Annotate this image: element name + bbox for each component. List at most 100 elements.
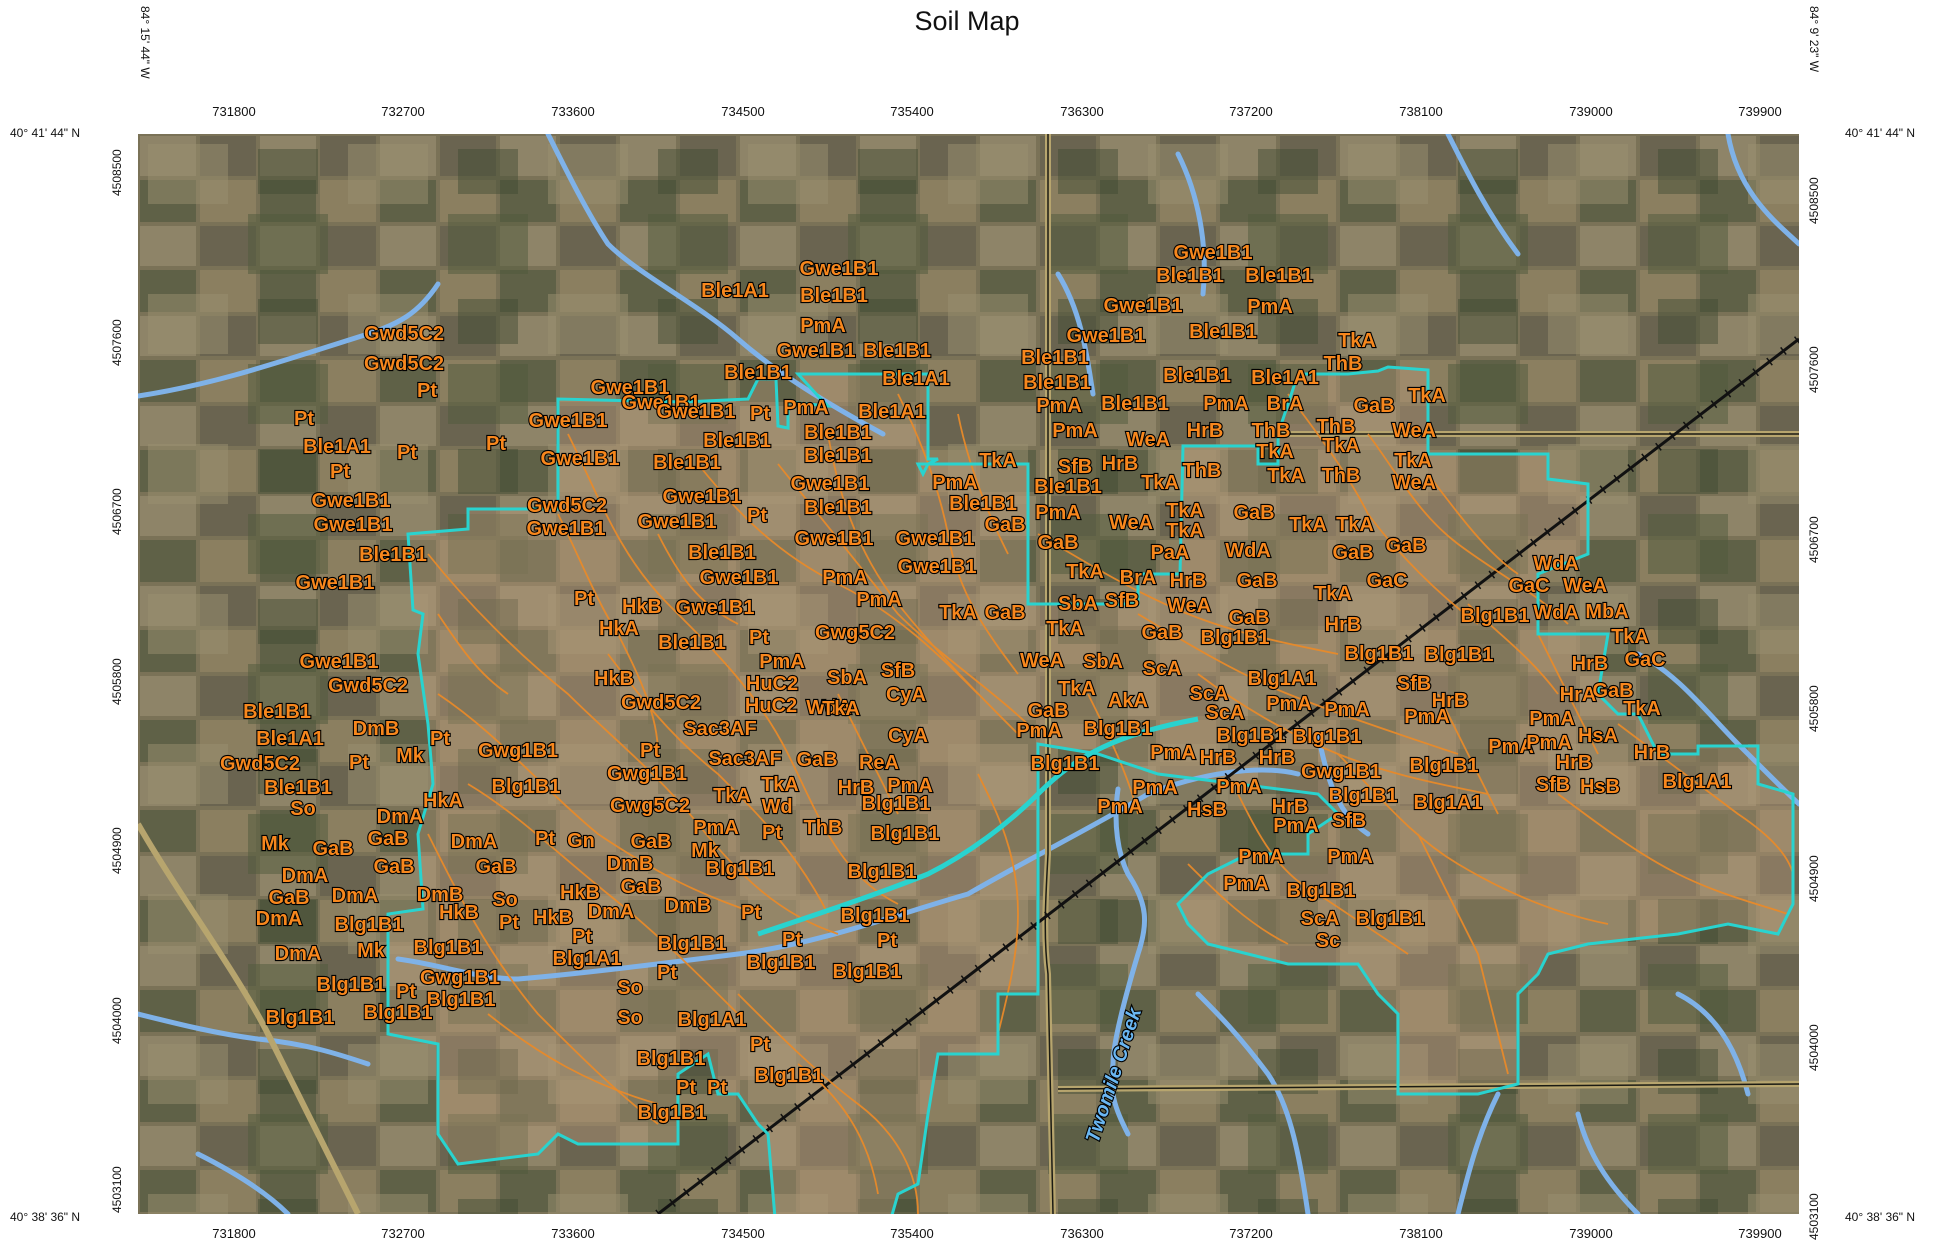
- soil-map-unit-label: ReA: [859, 752, 899, 774]
- soil-map-unit-label: PmA: [1404, 706, 1450, 728]
- soil-map-unit-label: Ble1B1: [1189, 321, 1257, 343]
- soil-map-unit-label: DmA: [377, 806, 424, 828]
- soil-map-unit-label: Gwe1B1: [795, 528, 874, 550]
- soil-map-unit-label: SfB: [881, 660, 915, 682]
- soil-map-unit-label: Gwe1B1: [527, 518, 606, 540]
- soil-map-unit-label: PmA: [1016, 720, 1062, 742]
- soil-map-unit-label: Gwe1B1: [676, 597, 755, 619]
- soil-map-unit-label: DmB: [665, 895, 712, 917]
- soil-map-unit-label: GaB: [984, 514, 1025, 536]
- soil-map-unit-label: Blg1B1: [1461, 605, 1530, 627]
- soil-map-unit-label: Gwe1B1: [1104, 295, 1183, 317]
- soil-map-unit-label: GaB: [1236, 570, 1277, 592]
- soil-map-unit-label: Gwg1B1: [607, 763, 687, 785]
- soil-map-unit-label: GaB: [475, 856, 516, 878]
- soil-map-unit-label: ThB: [1183, 460, 1222, 482]
- soil-map-unit-label: HkA: [599, 618, 639, 640]
- soil-map-unit-label: Pt: [750, 1034, 770, 1056]
- soil-map-unit-label: Blg1B1: [833, 961, 902, 983]
- northing-tick-right: 4504000: [1807, 1024, 1821, 1071]
- easting-tick-bottom: 733600: [551, 1226, 595, 1241]
- soil-map-unit-label: Blg1A1: [1414, 792, 1483, 814]
- soil-map-unit-label: GaB: [796, 749, 837, 771]
- soil-map-unit-label: Ble1A1: [256, 728, 324, 750]
- soil-map-unit-label: PmA: [1247, 296, 1293, 318]
- soil-map-unit-label: GaB: [1353, 395, 1394, 417]
- soil-map-unit-label: Gwd5C2: [621, 692, 701, 714]
- easting-tick-bottom: 731800: [212, 1226, 256, 1241]
- northing-tick-right: 4505800: [1807, 685, 1821, 732]
- soil-map-unit-label: TkA: [713, 785, 751, 807]
- soil-map-unit-label: SbA: [1083, 651, 1123, 673]
- soil-map-unit-label: Gwe1B1: [1067, 325, 1146, 347]
- soil-map-unit-label: HkB: [439, 902, 479, 924]
- northing-tick-right: 4504900: [1807, 855, 1821, 902]
- soil-map-unit-label: Gwe1B1: [300, 651, 379, 673]
- soil-map-unit-label: Gwe1B1: [657, 401, 736, 423]
- northing-tick-left: 4507600: [110, 319, 124, 366]
- soil-map-unit-label: PmA: [1097, 796, 1143, 818]
- easting-tick-top: 733600: [551, 104, 595, 119]
- soil-map-unit-label: Mk: [261, 833, 290, 855]
- soil-map-unit-label: Sac3AF: [708, 748, 781, 770]
- soil-map-unit-label: AkA: [1108, 690, 1148, 712]
- northing-tick-left: 4504900: [110, 827, 124, 874]
- soil-map-unit-label: Blg1B1: [1201, 627, 1270, 649]
- soil-map-unit-label: Blg1A1: [1663, 771, 1732, 793]
- soil-map-unit-label: Ble1B1: [1163, 365, 1231, 387]
- soil-map-unit-label: Gwe1B1: [296, 572, 375, 594]
- easting-tick-bottom: 735400: [890, 1226, 934, 1241]
- soil-map-unit-label: WeA: [1020, 650, 1064, 672]
- soil-map-unit-label: Pt: [499, 912, 519, 934]
- soil-map-unit-label: TkA: [1058, 678, 1096, 700]
- soil-map-unit-label: Pt: [430, 728, 450, 750]
- soil-map-unit-label: Pt: [877, 930, 897, 952]
- soil-map-unit-label: Blg1B1: [1329, 785, 1398, 807]
- soil-map-unit-label: DmB: [607, 853, 654, 875]
- soil-map-unit-label: HrB: [1556, 752, 1593, 774]
- bottom-left-latitude: 40° 38' 36" N: [10, 1210, 81, 1224]
- soil-map-unit-label: Ble1B1: [804, 445, 872, 467]
- soil-map-unit-label: Ble1B1: [724, 362, 792, 384]
- soil-map-unit-label: TkA: [1141, 472, 1179, 494]
- soil-map-unit-label: Gwe1B1: [541, 448, 620, 470]
- soil-map-unit-label: Ble1B1: [804, 497, 872, 519]
- soil-map-unit-label: Ble1B1: [1156, 265, 1224, 287]
- easting-tick-top: 736300: [1060, 104, 1104, 119]
- soil-map-unit-label: Blg1A1: [678, 1009, 747, 1031]
- soil-map-unit-label: ThB: [1324, 353, 1363, 375]
- soil-map-unit-label: Ble1A1: [882, 368, 950, 390]
- soil-map-unit-label: PmA: [1132, 777, 1178, 799]
- soil-map-unit-label: HkB: [622, 596, 662, 618]
- top-left-longitude: 84° 15' 44" W: [138, 6, 152, 79]
- soil-map-unit-label: Mk: [357, 940, 386, 962]
- soil-map-unit-label: Gwe1B1: [791, 473, 870, 495]
- soil-map-unit-label: ThB: [804, 817, 843, 839]
- soil-map-unit-label: Blg1B1: [755, 1065, 824, 1087]
- soil-map-unit-label: WeA: [1563, 575, 1607, 597]
- northing-tick-right: 4503100: [1807, 1193, 1821, 1240]
- northing-tick-left: 4508500: [110, 149, 124, 196]
- soil-map-unit-label: Ble1B1: [264, 777, 332, 799]
- top-right-latitude: 40° 41' 44" N: [1845, 126, 1916, 140]
- soil-map-unit-label: Blg1B1: [637, 1048, 706, 1070]
- soil-map-unit-label: PmA: [1035, 502, 1081, 524]
- soil-map-unit-label: HuC2: [745, 695, 797, 717]
- easting-tick-bottom: 734500: [721, 1226, 765, 1241]
- soil-map-unit-label: WeA: [1109, 512, 1153, 534]
- map-svg: Gwe1B1Ble1B1Ble1B1Gwe1B1PmABle1A1Gwe1B1B…: [138, 134, 1799, 1214]
- easting-tick-top: 734500: [721, 104, 765, 119]
- soil-map-unit-label: Blg1B1: [492, 776, 561, 798]
- soil-map-unit-label: TkA: [1611, 626, 1649, 648]
- soil-map-unit-label: Blg1B1: [841, 905, 910, 927]
- soil-map-unit-label: PaA: [1151, 542, 1190, 564]
- soil-map-unit-label: Blg1B1: [1031, 753, 1100, 775]
- soil-map-unit-label: HrB: [838, 777, 875, 799]
- soil-map-unit-label: Blg1B1: [638, 1102, 707, 1124]
- soil-map-unit-label: Sc: [1316, 930, 1340, 952]
- soil-map-unit-label: GaB: [1385, 535, 1426, 557]
- soil-map-unit-label: Pt: [676, 1077, 696, 1099]
- soil-map-unit-label: HrB: [1634, 742, 1671, 764]
